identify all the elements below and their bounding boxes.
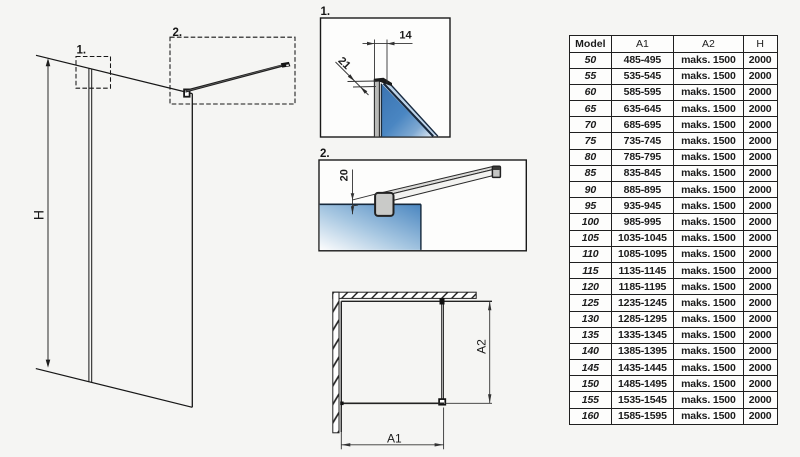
svg-text:A2: A2 (475, 339, 489, 354)
svg-text:14: 14 (399, 30, 412, 42)
svg-text:1.: 1. (321, 6, 331, 18)
svg-text:20: 20 (338, 169, 350, 181)
svg-text:1.: 1. (77, 45, 87, 57)
svg-text:2.: 2. (320, 148, 330, 160)
svg-text:H: H (31, 210, 47, 220)
svg-text:A1: A1 (387, 432, 402, 446)
svg-text:2.: 2. (173, 27, 183, 39)
